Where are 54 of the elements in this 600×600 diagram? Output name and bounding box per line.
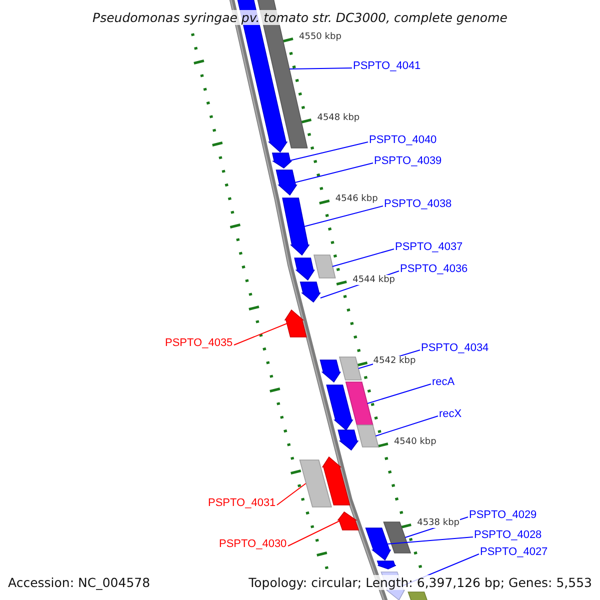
gene-bar <box>383 522 412 554</box>
leader-line <box>386 536 474 544</box>
gene-label: PSPTO_4040 <box>369 134 437 146</box>
scale-label: 4538 kbp <box>417 518 460 528</box>
leader-line <box>294 162 374 183</box>
leader-line <box>375 416 438 436</box>
gene-bar <box>314 254 336 278</box>
scale-label: 4544 kbp <box>352 275 395 285</box>
gene-label: PSPTO_4036 <box>400 263 468 275</box>
gene-label: PSPTO_4037 <box>395 241 463 253</box>
gene-feature <box>320 360 342 383</box>
scale-label: 4548 kbp <box>317 113 360 123</box>
gene-label: PSPTO_4029 <box>469 509 537 521</box>
gene-feature <box>300 282 321 303</box>
gene-bar <box>299 460 332 508</box>
leader-line <box>332 248 394 267</box>
gene-label: PSPTO_4041 <box>353 60 421 72</box>
gene-label: PSPTO_4039 <box>374 155 442 167</box>
gene-feature <box>365 528 392 561</box>
gene-feature <box>337 511 360 530</box>
scale-label: 4546 kbp <box>335 194 378 204</box>
genome-summary: Topology: circular; Length: 6,397,126 bp; Genes: 5,553 <box>248 575 592 590</box>
leader-line <box>304 206 384 227</box>
gene-label: PSPTO_4038 <box>384 198 452 210</box>
gene-label: PSPTO_4027 <box>480 546 548 558</box>
scale-label: 4540 kbp <box>394 437 436 447</box>
gene-label: recA <box>432 376 455 388</box>
gene-label: PSPTO_4034 <box>421 342 489 354</box>
gene-label: PSPTO_4031 <box>208 497 276 509</box>
leader-line <box>366 384 432 404</box>
gene-bar <box>338 356 362 380</box>
leader-line <box>276 483 306 506</box>
gene-bar <box>345 382 374 426</box>
gene-label: recX <box>439 408 462 420</box>
leader-line <box>234 323 288 346</box>
gene-feature <box>276 170 298 196</box>
gene-feature <box>376 560 396 570</box>
leader-line <box>288 520 340 546</box>
gene-label: PSPTO_4030 <box>219 538 287 550</box>
scale-label: 4542 kbp <box>373 356 416 366</box>
gene-feature <box>322 456 350 506</box>
leader-line <box>290 142 368 161</box>
scale-label: 4550 kbp <box>299 32 342 42</box>
gene-feature <box>326 384 354 431</box>
accession-text: Accession: NC_004578 <box>8 575 150 590</box>
gene-feature <box>272 152 292 168</box>
gene-feature <box>282 198 310 256</box>
gene-label: PSPTO_4035 <box>165 337 233 349</box>
gene-feature <box>294 258 316 281</box>
gene-bar <box>356 424 379 448</box>
leader-line <box>289 68 352 70</box>
gene-feature <box>338 430 359 451</box>
gene-feature <box>284 309 307 338</box>
gene-label: PSPTO_4028 <box>474 529 542 541</box>
